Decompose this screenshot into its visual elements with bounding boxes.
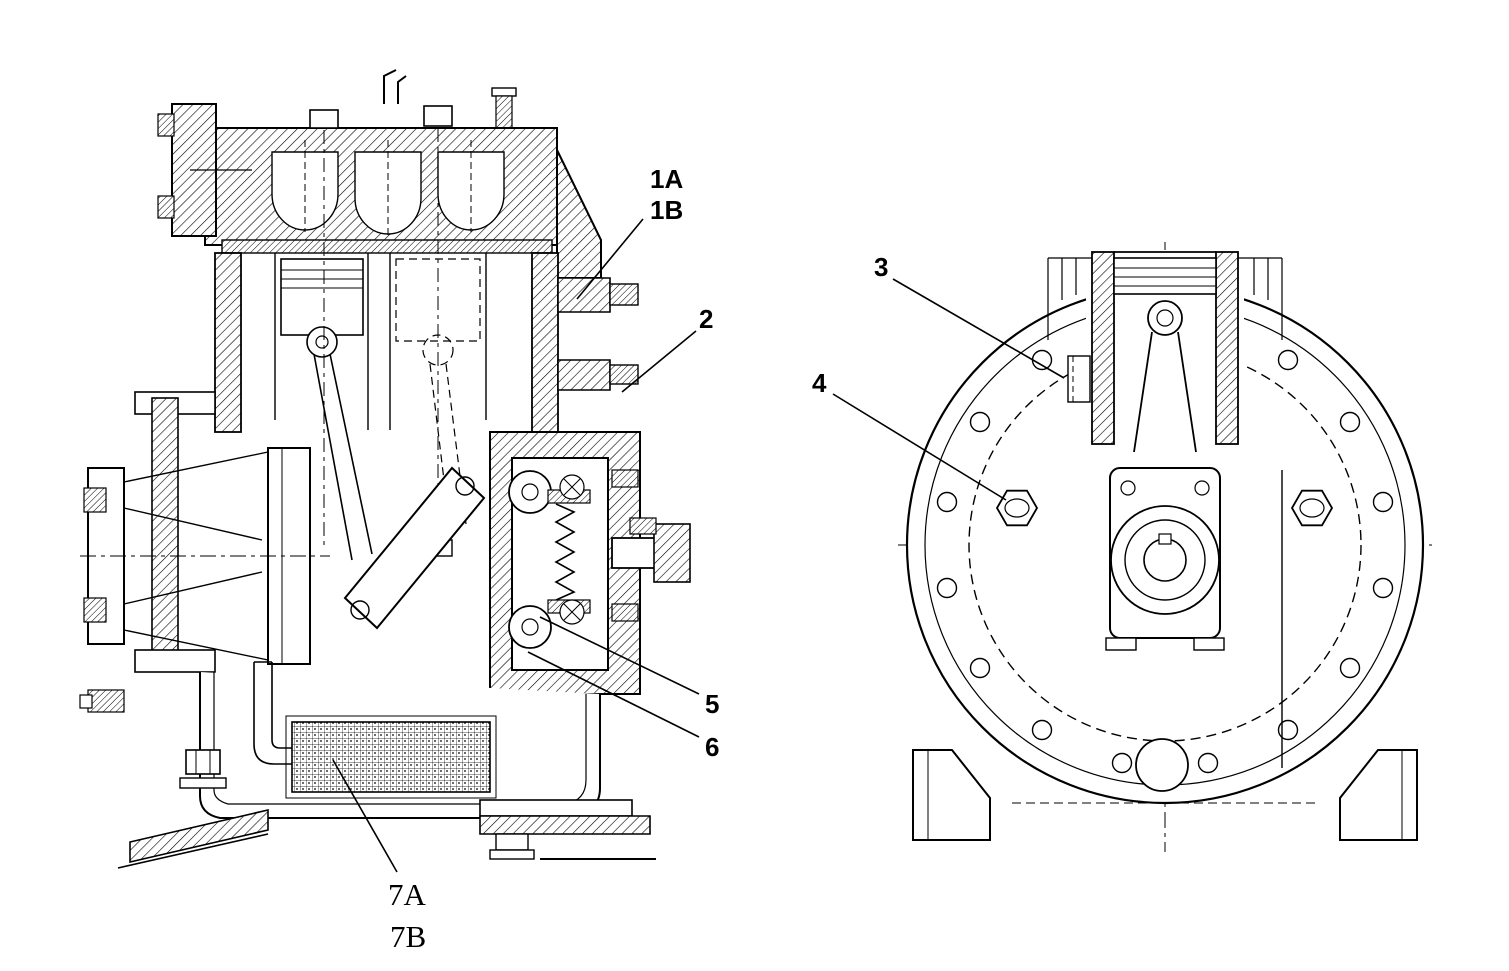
flange-bolt-holes — [936, 349, 1394, 774]
callout-labels: 1A 1B 2 3 4 5 6 7A 7B — [388, 164, 888, 954]
end-view-feet — [912, 470, 1418, 841]
cylinder-block — [214, 128, 639, 561]
callout-6: 6 — [705, 732, 719, 762]
leader-6 — [527, 651, 700, 738]
callout-leader-lines — [332, 218, 1065, 873]
callout-2: 2 — [699, 304, 713, 334]
callout-5: 5 — [705, 689, 719, 719]
side-section-view — [79, 69, 691, 869]
liner-retainer-detail — [1067, 355, 1091, 403]
left-plug — [995, 489, 1039, 527]
callout-7a: 7A — [388, 877, 427, 912]
leader-2 — [621, 330, 697, 393]
leader-7a-7b — [332, 759, 398, 873]
callout-3: 3 — [874, 252, 888, 282]
leader-3 — [892, 278, 1065, 379]
oil-strainer-screen — [291, 721, 491, 793]
connecting-rod-big-end — [1105, 467, 1225, 651]
end-view-cylinder — [1047, 250, 1283, 453]
callout-4: 4 — [812, 368, 827, 398]
leader-5 — [539, 616, 700, 695]
end-view — [898, 242, 1432, 852]
cylinder-head — [157, 69, 602, 279]
callout-1b: 1B — [650, 195, 683, 225]
oil-sump — [199, 661, 601, 819]
callout-7b: 7B — [390, 919, 426, 954]
mounting-feet — [79, 689, 656, 869]
bearing-housing — [489, 431, 691, 695]
leader-1a-1b — [576, 218, 644, 300]
side-plugs — [995, 489, 1334, 527]
leader-4 — [832, 393, 1007, 501]
callout-1a: 1A — [650, 164, 683, 194]
right-plug — [1290, 489, 1334, 527]
crankshaft-flywheel — [80, 391, 486, 673]
